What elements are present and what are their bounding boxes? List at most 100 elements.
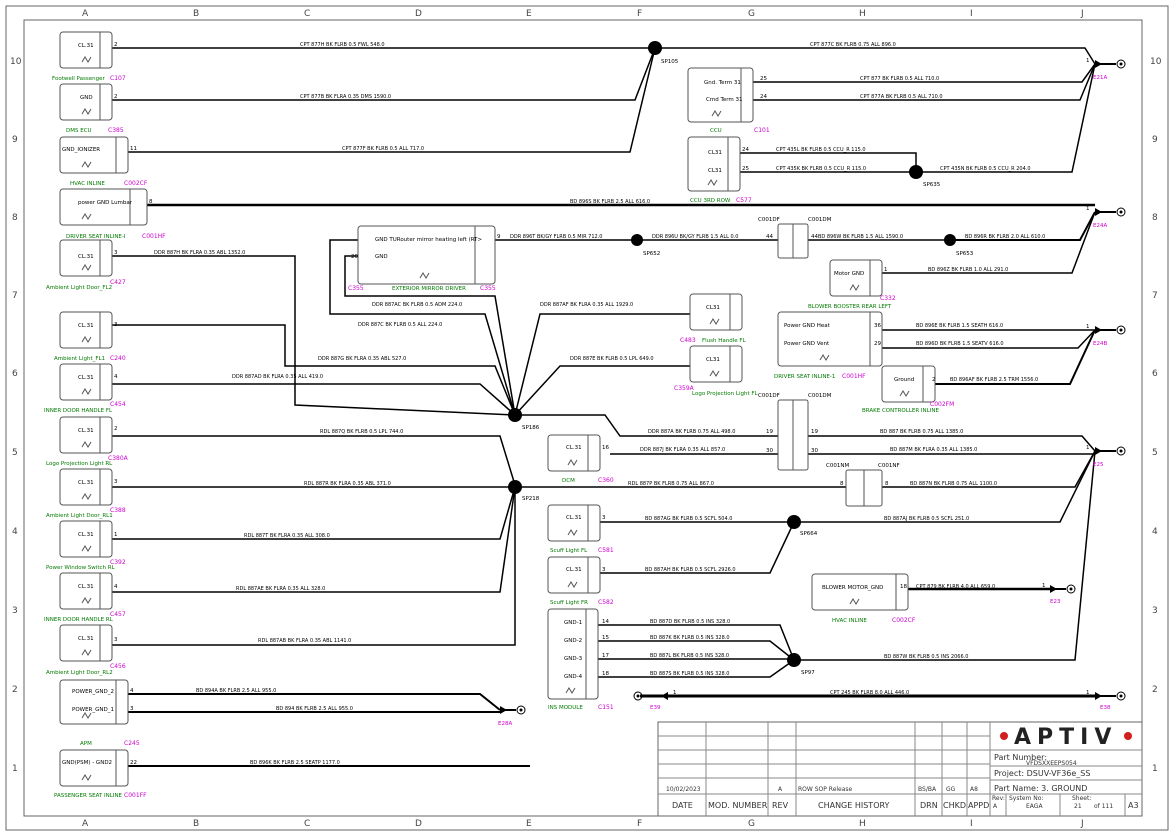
history-date: 10/02/2023	[666, 786, 701, 793]
connector-c457	[59, 572, 113, 610]
svg-text:CL.31: CL.31	[78, 584, 94, 590]
svg-text:18: 18	[602, 671, 609, 677]
grid-col-label: H	[859, 9, 866, 19]
svg-text:4: 4	[114, 374, 118, 380]
svg-text:C577: C577	[736, 197, 752, 204]
inner-frame	[23, 19, 1143, 817]
header-date: DATE	[672, 801, 693, 810]
svg-text:C457: C457	[110, 611, 126, 618]
svg-text:CPT 877C BK FLRB 0.75 ALL 896.: CPT 877C BK FLRB 0.75 ALL 896.0	[810, 42, 896, 48]
svg-text:C002CF: C002CF	[124, 180, 148, 187]
history-appd: A8	[970, 786, 978, 793]
svg-text:17: 17	[602, 653, 609, 659]
svg-text:DDR 887C BK FLRB 0.5 ALL 224.0: DDR 887C BK FLRB 0.5 ALL 224.0	[358, 322, 442, 328]
svg-text:25: 25	[760, 76, 767, 82]
grid-col-label: F	[637, 819, 642, 829]
header-chkd: CHKD	[943, 801, 966, 810]
wire	[598, 624, 795, 661]
ground-e25: E25	[1093, 446, 1126, 468]
grid-row-label: 9	[12, 135, 18, 145]
svg-text:36: 36	[874, 323, 881, 329]
ground-e28a: E28A	[498, 705, 526, 727]
grid-col-label: D	[415, 9, 422, 19]
svg-text:Power Window Switch RL: Power Window Switch RL	[46, 565, 116, 571]
splice-label: SP218	[522, 496, 540, 502]
svg-text:DDR 887H BK FLRA 0.35 ABL 1352: DDR 887H BK FLRA 0.35 ABL 1352.0	[154, 250, 245, 256]
connectors	[59, 31, 936, 787]
ground-e24b: E24B	[1093, 325, 1126, 347]
svg-text:C001HF: C001HF	[142, 233, 166, 240]
grid-row-label: 6	[12, 369, 18, 379]
connector-c581	[547, 504, 601, 542]
rev-label: Rev:	[992, 795, 1005, 802]
svg-text:1: 1	[673, 690, 677, 696]
connector-c240	[59, 311, 113, 349]
svg-text:C001NF: C001NF	[878, 463, 900, 469]
grid-row-label: 5	[12, 448, 18, 458]
grid-row-label: 3	[12, 606, 18, 616]
svg-text:DDR 896U BK/GY FLRB 1.5 ALL 0.: DDR 896U BK/GY FLRB 1.5 ALL 0.0	[652, 234, 738, 240]
svg-text:CL31: CL31	[706, 305, 720, 311]
grid-col-label: E	[526, 9, 532, 19]
svg-text:24: 24	[742, 147, 749, 153]
svg-text:CPT 877A BK FLRB 0.5 ALL 710.0: CPT 877A BK FLRB 0.5 ALL 710.0	[860, 94, 943, 100]
svg-text:BLOWER MOTOR_GND: BLOWER MOTOR_GND	[822, 585, 883, 591]
svg-text:30: 30	[811, 448, 818, 454]
connector-c392	[59, 520, 113, 558]
svg-text:GND(PSM) - GND2: GND(PSM) - GND2	[62, 760, 112, 766]
connector-c107	[59, 31, 113, 69]
svg-text:8: 8	[840, 481, 844, 487]
svg-text:2: 2	[932, 377, 936, 383]
svg-text:29: 29	[874, 341, 881, 347]
connector-c483	[689, 293, 743, 331]
svg-text:9: 9	[497, 234, 501, 240]
svg-text:GND-4: GND-4	[564, 674, 583, 680]
grid-row-label: 2	[12, 685, 18, 695]
svg-text:GND: GND	[375, 254, 388, 260]
splice-sp635	[909, 165, 923, 179]
svg-text:GND-1: GND-1	[564, 620, 582, 626]
svg-text:C388: C388	[110, 507, 126, 514]
wire	[112, 383, 516, 416]
svg-text:C355: C355	[480, 285, 496, 292]
svg-text:DDR 896T BK/GY FLRB 0.5 MIR 71: DDR 896T BK/GY FLRB 0.5 MIR 712.0	[510, 234, 602, 240]
connector-c002fm	[881, 365, 936, 403]
svg-text:BD 896AF BK FLRB 2.5 TRM 1556.: BD 896AF BK FLRB 2.5 TRM 1556.0	[950, 377, 1038, 383]
wire	[882, 211, 1096, 274]
svg-text:DCM: DCM	[562, 478, 575, 484]
grid-row-label: 4	[12, 527, 18, 537]
logo-text: APTIV	[1014, 725, 1117, 750]
wire	[514, 313, 690, 416]
svg-text:CL.31: CL.31	[566, 445, 582, 451]
svg-text:Scuff Light FR: Scuff Light FR	[550, 600, 588, 606]
splice-sp97	[787, 653, 801, 667]
svg-text:BD 887K BK FLRB 0.5 INS 328.0: BD 887K BK FLRB 0.5 INS 328.0	[650, 635, 730, 641]
grid-col-label: A	[82, 819, 89, 829]
svg-text:BD 887S BK FLRB 0.5 INS 328.0: BD 887S BK FLRB 0.5 INS 328.0	[650, 671, 729, 677]
connector-ids: C107 C385 C002CF C001HF C427 C240 C454 C…	[108, 75, 954, 799]
svg-text:1: 1	[1086, 58, 1090, 64]
splice-sp664	[787, 515, 801, 529]
svg-text:CL31: CL31	[708, 168, 722, 174]
ground-e21a: E21A	[1093, 59, 1126, 81]
svg-text:POWER_GND_1: POWER_GND_1	[72, 707, 114, 713]
svg-text:25: 25	[742, 166, 749, 172]
svg-text:RDL 887Q BK FLRB 0.5 LPL 744.0: RDL 887Q BK FLRB 0.5 LPL 744.0	[320, 429, 403, 435]
sysno-label: System No:	[1009, 795, 1043, 802]
wire	[794, 450, 1096, 661]
grid-col-label: C	[304, 9, 310, 19]
svg-text:DDR 887AF BK FLRA 0.35 ALL 192: DDR 887AF BK FLRA 0.35 ALL 1929.0	[540, 302, 633, 308]
svg-text:HVAC INLINE: HVAC INLINE	[70, 181, 105, 187]
history-drn: BS/BA	[918, 786, 937, 793]
svg-text:Ambient Light Door_RL2: Ambient Light Door_RL2	[46, 670, 113, 676]
connector-c577	[687, 136, 741, 192]
wire	[112, 487, 516, 646]
splice-sp186	[508, 408, 522, 422]
connector-c001hf	[59, 188, 148, 226]
connector-c360	[547, 434, 601, 472]
svg-text:CPT 877F BK FLRB 0.5 ALL 717.0: CPT 877F BK FLRB 0.5 ALL 717.0	[342, 146, 424, 152]
grid-row-label: 9	[1152, 135, 1158, 145]
svg-text:C002CF: C002CF	[892, 617, 916, 624]
wire	[794, 450, 1096, 523]
svg-text:DDR 887A BK FLRB 0.75 ALL 498.: DDR 887A BK FLRB 0.75 ALL 498.0	[648, 429, 735, 435]
